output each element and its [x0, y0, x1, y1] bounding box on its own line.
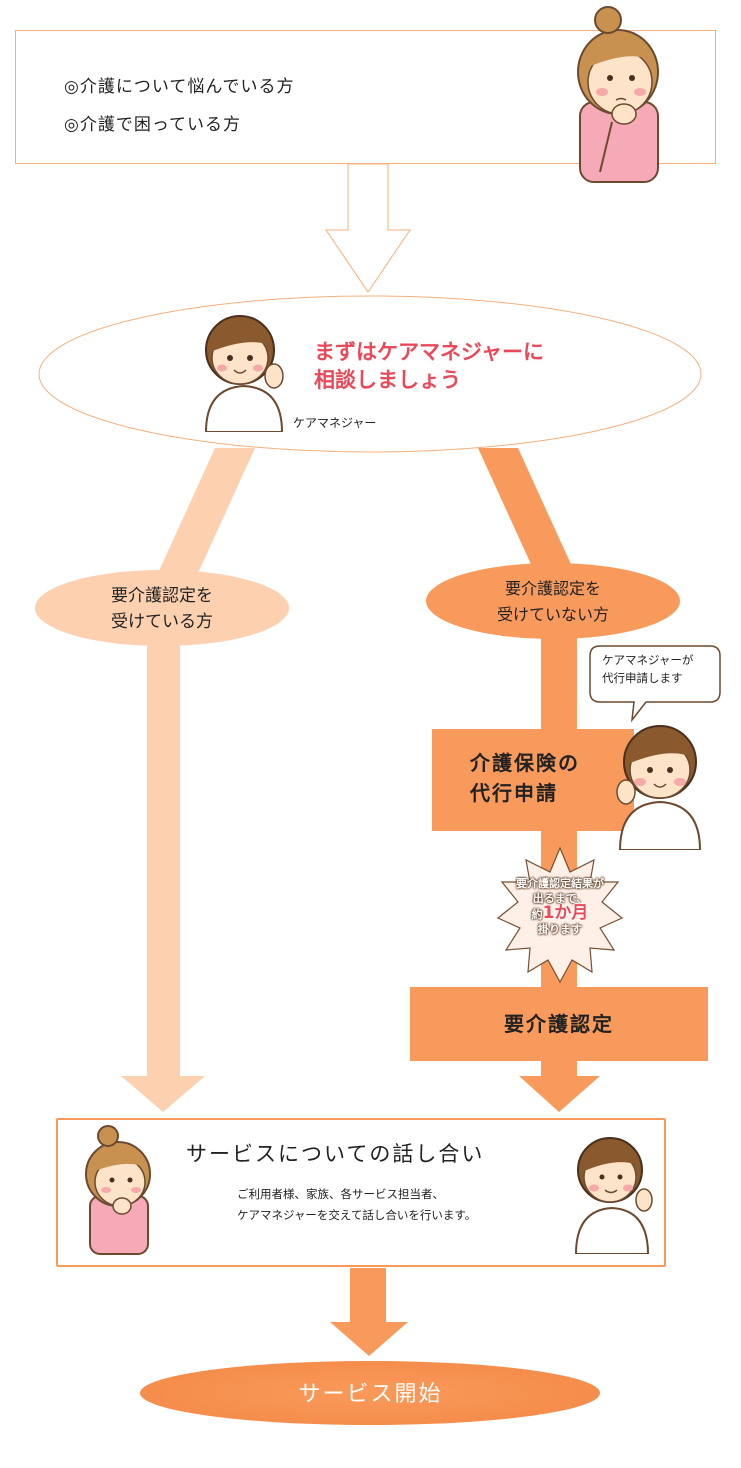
- speech-bubble-line-2: 代行申請します: [602, 671, 683, 685]
- care-manager-illustration-right: [616, 725, 702, 850]
- care-manager-illustration-bottom: [574, 1137, 653, 1254]
- left-branch-label: 要介護認定を 受けている方: [60, 583, 264, 635]
- proxy-application-label: 介護保険の 代行申請: [470, 748, 580, 808]
- right-branch-line-1: 要介護認定を: [504, 579, 601, 598]
- burst-line-3: 約1か月: [498, 903, 622, 923]
- consult-title-line-1: まずはケアマネジャーに: [314, 340, 544, 364]
- discussion-desc-line-1: ご利用者様、家族、各サービス担当者、: [237, 1187, 444, 1201]
- left-branch-line-2: 受けている方: [111, 612, 213, 632]
- burst-line-2: 出るまで、: [532, 892, 588, 905]
- burst-line-1: 要介護認定結果が: [516, 877, 604, 890]
- proxy-application-line-2: 代行申請: [470, 781, 558, 805]
- concern-line-1: ◎介護について悩んでいる方: [64, 77, 295, 97]
- speech-bubble-line-1: ケアマネジャーが: [602, 653, 694, 667]
- top-down-arrow: [325, 163, 411, 293]
- left-branch-line-1: 要介護認定を: [111, 586, 213, 606]
- burst-prefix: 約: [531, 908, 543, 921]
- certification-box: [410, 987, 708, 1061]
- left-diagonal-band: [148, 448, 255, 595]
- consult-title: まずはケアマネジャーに 相談しましょう: [314, 338, 544, 394]
- right-arrow-head: [519, 1076, 600, 1112]
- care-manager-illustration: [204, 315, 284, 432]
- service-start-label: サービス開始: [298, 1382, 443, 1407]
- bottom-arrow-shaft: [350, 1268, 386, 1322]
- discussion-desc-line-2: ケアマネジャーを交えて話し合いを行います。: [237, 1208, 477, 1222]
- left-branch-pill: [35, 570, 289, 646]
- proxy-application-box: [432, 729, 634, 831]
- right-diagonal-band: [478, 448, 585, 595]
- burst-duration: 1か月: [542, 903, 589, 923]
- worried-woman-illustration-bottom: [85, 1125, 151, 1255]
- certification-label: 要介護認定: [504, 1012, 614, 1036]
- discussion-title: サービスについての話し合い: [186, 1142, 485, 1166]
- speech-bubble-text: ケアマネジャーが 代行申請します: [602, 651, 693, 687]
- worried-woman-illustration: [577, 6, 659, 183]
- care-manager-label: ケアマネジャー: [293, 416, 377, 430]
- left-arrow-head: [121, 1076, 205, 1112]
- right-branch-pill: [426, 563, 680, 639]
- proxy-application-line-1: 介護保険の: [470, 751, 580, 775]
- burst-star: [496, 846, 624, 984]
- right-branch-line-2: 受けていない方: [496, 605, 609, 624]
- burst-line-4: 掛ります: [538, 923, 582, 936]
- discussion-box: [56, 1118, 666, 1267]
- discussion-description: ご利用者様、家族、各サービス担当者、 ケアマネジャーを交えて話し合いを行います。: [237, 1184, 476, 1226]
- speech-bubble: [589, 645, 721, 723]
- burst-text: 要介護認定結果が 出るまで、 約1か月 掛ります: [498, 876, 622, 937]
- bottom-arrow-head: [330, 1322, 408, 1356]
- left-vertical-band: [147, 640, 180, 1076]
- consult-title-line-2: 相談しましょう: [314, 368, 461, 392]
- start-ellipse: [140, 1361, 600, 1425]
- right-branch-label: 要介護認定を 受けていない方: [451, 576, 655, 628]
- consult-ellipse: [38, 295, 702, 453]
- concern-line-2: ◎介護で困っている方: [64, 115, 241, 135]
